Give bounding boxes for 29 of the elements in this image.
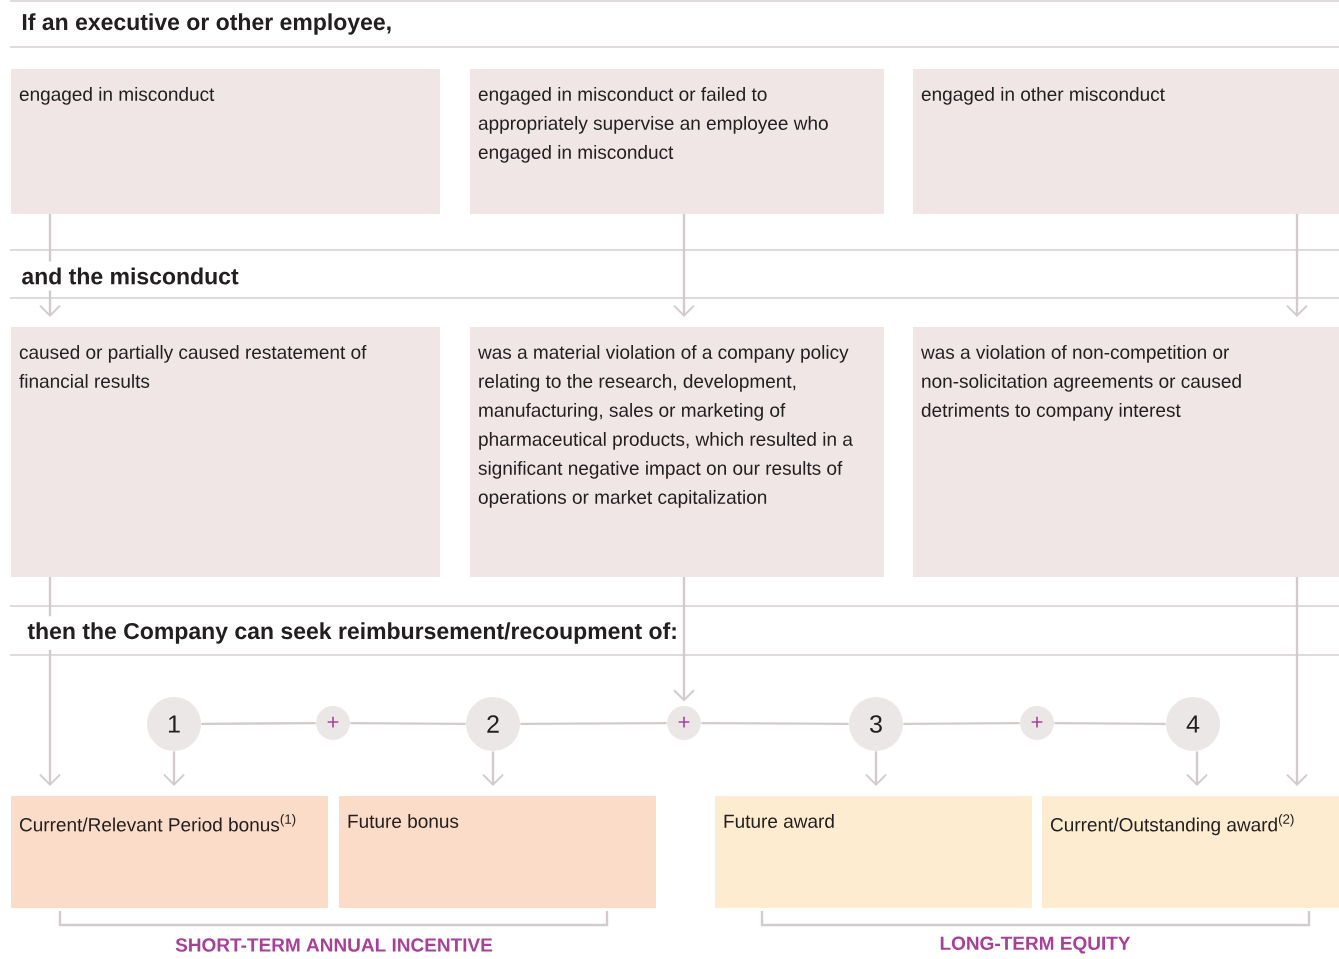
connector-line (701, 721, 849, 726)
heading: and the misconduct (21, 261, 239, 291)
group-label: SHORT-TERM ANNUAL INCENTIVE (175, 938, 493, 952)
condition-box: engaged in other misconduct (913, 69, 1339, 214)
condition-box: was a violation of non-competition or non-solicitation agreements or caused detriments to company interest (913, 327, 1339, 577)
arrow (1286, 577, 1308, 786)
condition-box: caused or partially caused restatement of financial results (11, 327, 440, 577)
award-box: Future award (715, 796, 1032, 908)
condition-box: engaged in misconduct or failed to appropriately supervise an employee who engaged in misconduct (470, 69, 884, 214)
arrow (865, 751, 887, 786)
arrow (673, 577, 695, 702)
arrow (1186, 751, 1208, 786)
arrow (163, 751, 185, 786)
heading: If an executive or other employee, (21, 7, 393, 41)
connector-line (520, 721, 667, 726)
bonus-box: Current/Relevant Period bonus$^{(1)}$ (11, 796, 328, 908)
arrow (482, 751, 504, 786)
arrow (673, 214, 695, 317)
group-label: LONG-TERM EQUITY (940, 936, 1131, 954)
award-box: Current/Outstanding award$^{(2)}$ (1042, 796, 1339, 908)
condition-box: engaged in misconduct (11, 69, 440, 214)
condition-box: was a material violation of a company policy relating to the research, development, manufacturing, sales or marketing of pharmaceutical products, which resulted in a significant negative impact on our results of operations or market capitalization (470, 327, 884, 577)
arrow (1286, 214, 1308, 317)
heading: then the Company can seek reimbursement/recoupment of: (27, 616, 678, 650)
connector-line (350, 721, 466, 726)
connector-line (201, 721, 316, 726)
connector-line (903, 721, 1020, 726)
connector-line (1054, 721, 1166, 726)
bonus-box: Future bonus (339, 796, 656, 908)
